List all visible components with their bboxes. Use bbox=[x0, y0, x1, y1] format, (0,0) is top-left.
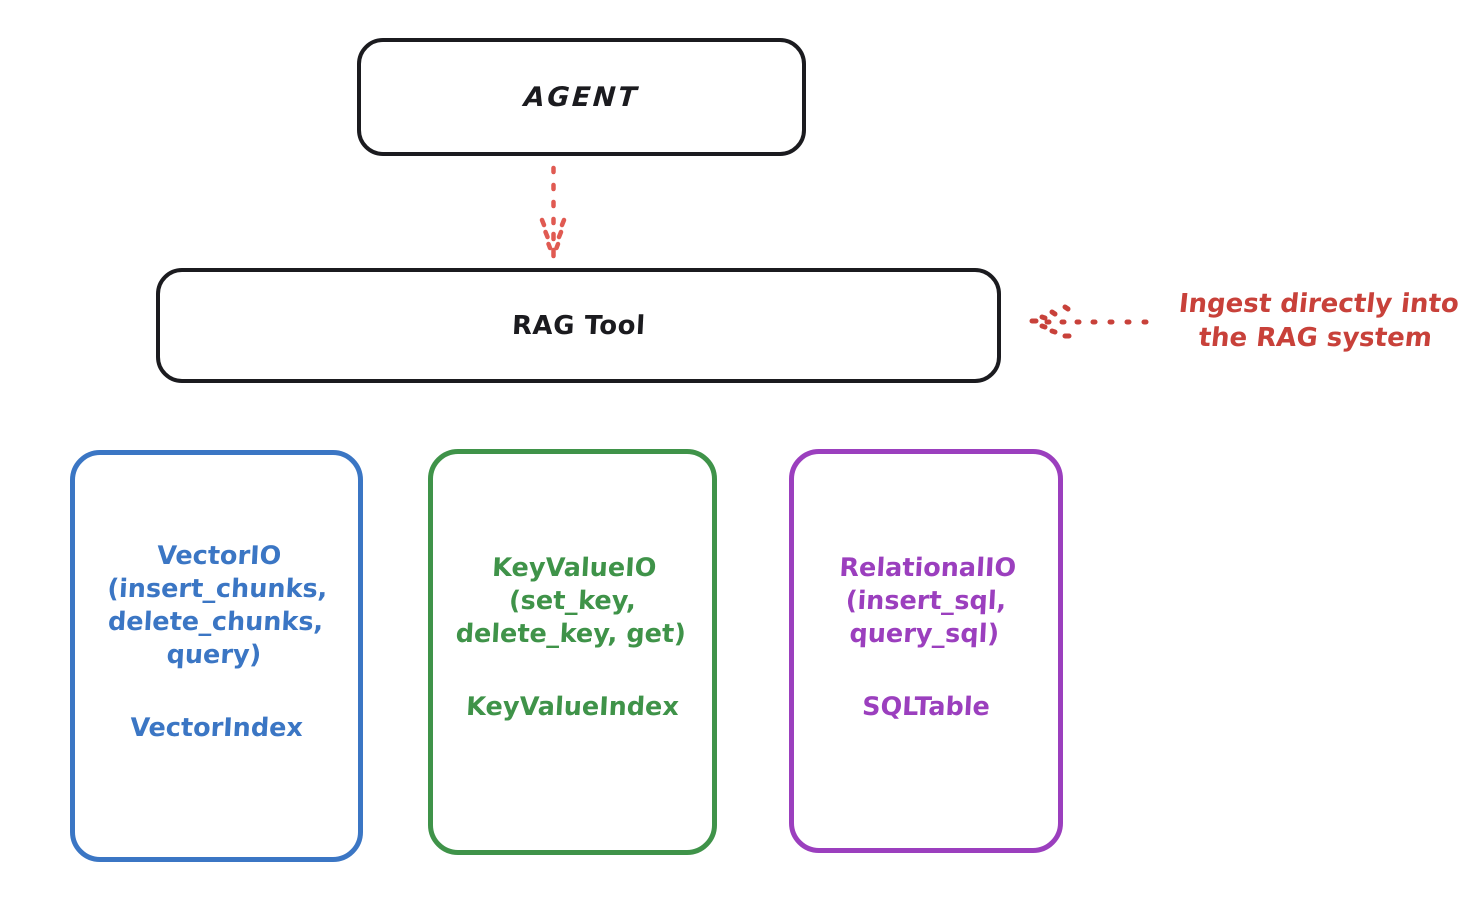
node-relational-io[interactable]: RelationalIO (insert_sql, query_sql) SQL… bbox=[789, 449, 1063, 853]
node-vector-io-api-label: VectorIO (insert_chunks, delete_chunks, … bbox=[106, 541, 329, 671]
node-rag-tool-label: RAG Tool bbox=[510, 310, 647, 341]
node-vector-io[interactable]: VectorIO (insert_chunks, delete_chunks, … bbox=[70, 450, 363, 862]
node-key-value-io[interactable]: KeyValueIO (set_key, delete_key, get) Ke… bbox=[428, 449, 717, 855]
node-relational-io-index-label: SQLTable bbox=[861, 691, 991, 722]
ingest-annotation: Ingest directly into the RAG system bbox=[1020, 276, 1480, 368]
node-vector-io-index-label: VectorIndex bbox=[129, 713, 304, 744]
node-key-value-io-index-label: KeyValueIndex bbox=[465, 691, 680, 722]
node-agent-label: AGENT bbox=[522, 81, 641, 113]
node-relational-io-api-label: RelationalIO (insert_sql, query_sql) bbox=[838, 553, 1017, 650]
ingest-annotation-label: Ingest directly into the RAG system bbox=[1177, 289, 1461, 353]
ingest-arrow-icon bbox=[1029, 304, 1149, 339]
node-key-value-io-api-label: KeyValueIO (set_key, delete_key, get) bbox=[455, 553, 687, 650]
edge-agent-to-rag-tool-arrow bbox=[539, 165, 567, 259]
node-agent[interactable]: AGENT bbox=[357, 38, 806, 156]
node-rag-tool[interactable]: RAG Tool bbox=[156, 268, 1001, 383]
